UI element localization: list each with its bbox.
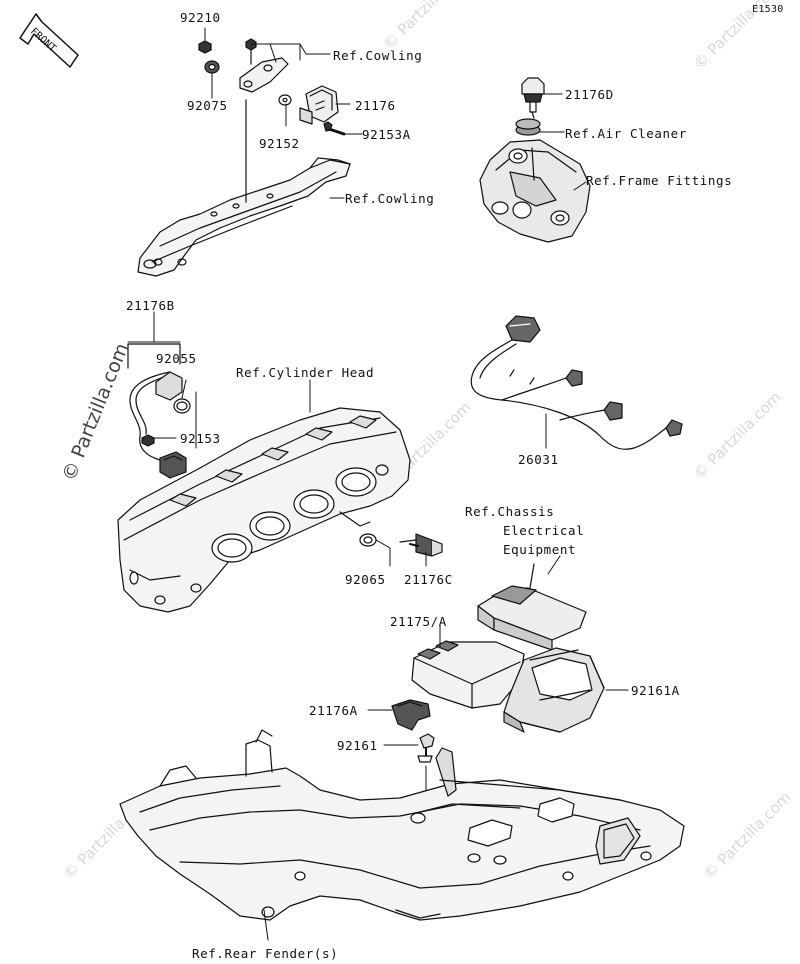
leader-lines [127, 27, 629, 746]
sensor-21176B-assembly [127, 343, 197, 479]
ref-label-cowling-mid: Ref.Cowling [345, 191, 435, 206]
ref-label-cowling-top: Ref.Cowling [333, 48, 423, 63]
part-label-26031: 26031 [518, 452, 559, 467]
bracket-21176-assembly [198, 38, 346, 136]
part-label-92055: 92055 [156, 351, 197, 366]
front-arrow-icon [19, 13, 79, 68]
part-label-92065: 92065 [345, 572, 386, 587]
part-label-92152: 92152 [259, 136, 300, 151]
part-label-92075: 92075 [187, 98, 228, 113]
cowling-stay [137, 99, 351, 277]
ecu-21175A [411, 563, 605, 733]
ref-label-chassis-electrical-3: Equipment [503, 542, 577, 557]
part-label-21176A: 21176A [309, 703, 358, 718]
ref-label-chassis-electrical-1: Ref.Chassis [465, 504, 555, 519]
part-label-92210: 92210 [180, 10, 221, 25]
ref-label-rear-fender: Ref.Rear Fender(s) [192, 946, 339, 961]
sensor-21176D-assembly [479, 77, 591, 243]
part-label-92161A: 92161A [631, 683, 680, 698]
sensor-21176A-assembly [391, 699, 435, 819]
part-label-92153: 92153 [180, 431, 221, 446]
part-label-92153A: 92153A [362, 127, 411, 142]
part-label-21176: 21176 [355, 98, 396, 113]
diagram-code: E1530 [752, 4, 784, 15]
ref-label-air-cleaner: Ref.Air Cleaner [565, 126, 687, 141]
cylinder-head [117, 379, 411, 613]
part-label-21176B: 21176B [126, 298, 175, 313]
ref-label-chassis-electrical-2: Electrical [503, 523, 585, 538]
sensor-21176C-assembly [359, 533, 443, 557]
part-label-92161: 92161 [337, 738, 378, 753]
part-label-21175A: 21175/A [390, 614, 447, 629]
ref-label-cylinder-head: Ref.Cylinder Head [236, 365, 375, 380]
ref-label-frame-fittings: Ref.Frame Fittings [586, 173, 733, 188]
wiring-harness-26031 [470, 315, 683, 450]
part-label-21176C: 21176C [404, 572, 453, 587]
rear-fender [119, 729, 685, 941]
part-label-21176D: 21176D [565, 87, 614, 102]
